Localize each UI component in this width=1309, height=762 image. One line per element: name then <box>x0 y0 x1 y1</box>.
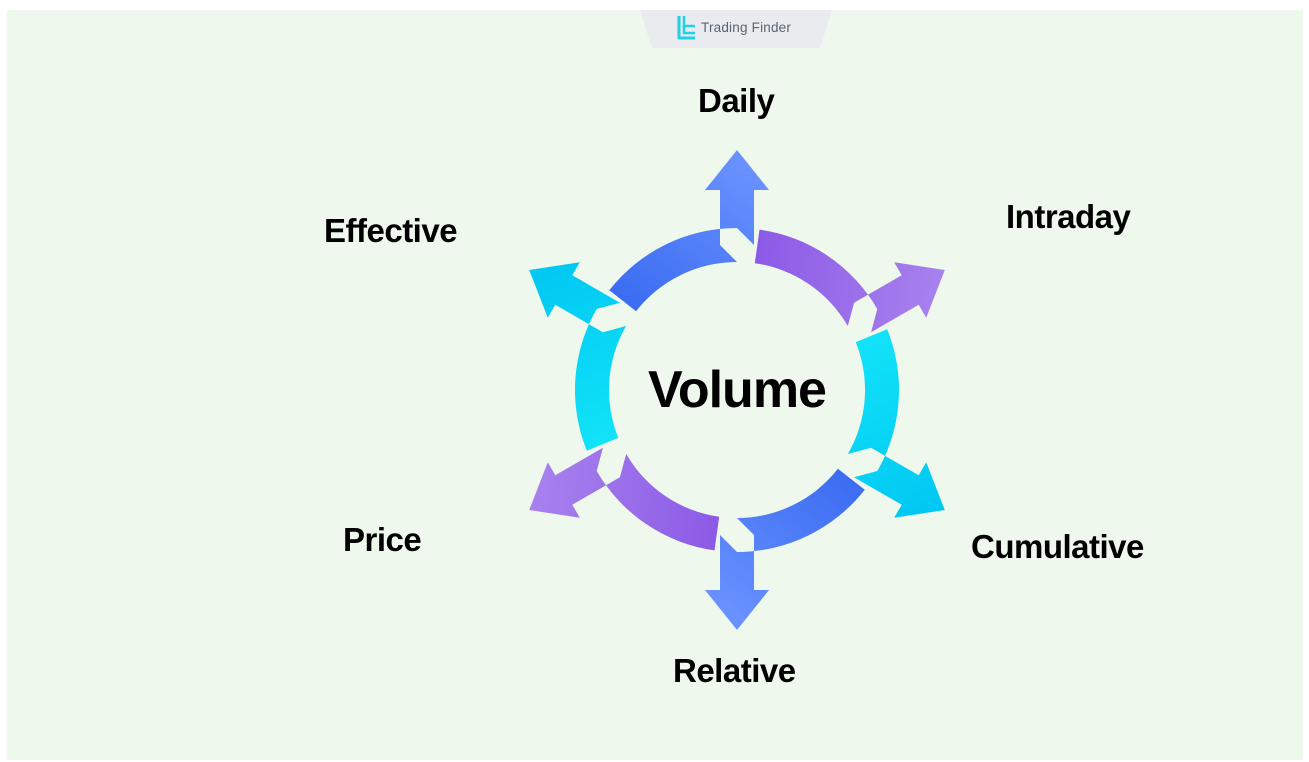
arrow-intraday <box>754 229 945 333</box>
arrow-cumulative <box>847 329 945 518</box>
arrow-effective <box>529 262 627 451</box>
label-intraday: Intraday <box>1006 198 1131 235</box>
arrow-price <box>529 447 720 551</box>
diagram-background <box>7 10 1303 760</box>
brand-name: Trading Finder <box>701 20 792 35</box>
trading-finder-logo-icon <box>677 16 695 40</box>
label-cumulative: Cumulative <box>971 528 1144 565</box>
label-effective: Effective <box>324 212 458 249</box>
arrow-segments <box>529 150 945 630</box>
label-daily: Daily <box>698 82 775 119</box>
center-label: Volume <box>648 361 827 419</box>
arrow-relative <box>705 468 865 630</box>
arrow-daily <box>609 150 769 312</box>
label-price: Price <box>343 521 422 558</box>
brand-tab: Trading Finder <box>640 10 832 48</box>
label-relative: Relative <box>673 652 796 689</box>
